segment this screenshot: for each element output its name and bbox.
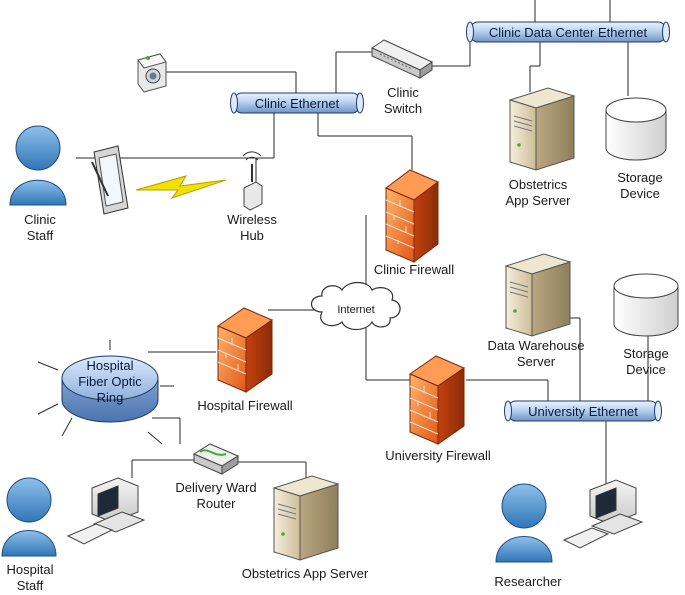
university-ethernet-label: University Ethernet (528, 404, 638, 419)
svg-text:Wireless: Wireless (227, 212, 277, 227)
svg-text:Device: Device (620, 186, 660, 201)
hospital-staff-label: Hospital Staff (7, 562, 54, 593)
clinic-staff-label: Clinic Staff (24, 212, 56, 243)
clinic-staff-person-icon (9, 125, 67, 206)
researcher-computer-icon (562, 479, 644, 549)
clinic-firewall-icon (385, 169, 439, 263)
wireless-hub-label: Wireless Hub (227, 212, 277, 243)
svg-text:Ring: Ring (97, 390, 124, 405)
clinic-ethernet-bus: Clinic Ethernet (230, 92, 364, 114)
hospital-firewall-icon (216, 307, 274, 393)
svg-text:Hospital: Hospital (87, 358, 134, 373)
svg-text:Storage: Storage (617, 170, 663, 185)
svg-text:Hub: Hub (240, 228, 264, 243)
svg-text:Storage: Storage (623, 346, 669, 361)
data-warehouse-server-icon (504, 253, 572, 337)
data-warehouse-server-label: Data Warehouse Server (487, 338, 584, 369)
storage-device-clinic-label: Storage Device (617, 170, 663, 201)
hospital-computer-icon (66, 477, 146, 545)
obstetrics-app-server-hospital-icon (272, 475, 340, 561)
internet-label: Internet (337, 304, 374, 316)
obstetrics-app-server-hospital-label: Obstetrics App Server (242, 566, 369, 581)
svg-text:Staff: Staff (27, 228, 54, 243)
wireless-hub-icon (242, 151, 263, 211)
clinic-firewall-label: Clinic Firewall (374, 262, 454, 277)
obstetrics-app-server-clinic-label: Obstetrics App Server (505, 177, 571, 208)
clinic-data-center-ethernet-bus: Clinic Data Center Ethernet (466, 21, 670, 43)
svg-text:Clinic: Clinic (24, 212, 56, 227)
svg-text:Delivery Ward: Delivery Ward (175, 480, 256, 495)
wireless-link-lightning-icon (135, 175, 227, 199)
university-firewall-icon (408, 355, 466, 445)
university-ethernet-bus: University Ethernet (504, 400, 662, 422)
svg-text:Staff: Staff (17, 578, 44, 593)
svg-text:Device: Device (626, 362, 666, 377)
svg-text:Fiber Optic: Fiber Optic (78, 374, 142, 389)
svg-text:App Server: App Server (505, 193, 571, 208)
tablet-icon (91, 145, 129, 215)
hospital-fiber-optic-ring-label: Hospital Fiber Optic Ring (78, 358, 142, 405)
internet-cloud-icon (310, 281, 401, 331)
svg-text:Hospital: Hospital (7, 562, 54, 577)
storage-device-university-label: Storage Device (623, 346, 669, 377)
svg-text:Clinic: Clinic (387, 85, 419, 100)
svg-text:Obstetrics: Obstetrics (509, 177, 568, 192)
university-firewall-label: University Firewall (385, 448, 491, 463)
clinic-switch-icon (370, 39, 434, 79)
clinic-switch-label: Clinic Switch (384, 85, 422, 116)
svg-text:Router: Router (196, 496, 236, 511)
clinic-ethernet-label: Clinic Ethernet (255, 96, 340, 111)
svg-text:Data Warehouse: Data Warehouse (487, 338, 584, 353)
storage-device-clinic-icon (605, 97, 667, 161)
delivery-ward-router-icon (192, 443, 240, 475)
hospital-staff-person-icon (1, 477, 57, 557)
hospital-firewall-label: Hospital Firewall (197, 398, 292, 413)
hospital-fiber-optic-ring-icon (61, 355, 159, 423)
researcher-label: Researcher (494, 574, 562, 589)
camera-icon (137, 53, 167, 93)
researcher-person-icon (495, 483, 553, 563)
obstetrics-app-server-clinic-icon (508, 87, 576, 171)
svg-text:Server: Server (517, 354, 556, 369)
delivery-ward-router-label: Delivery Ward Router (175, 480, 256, 511)
clinic-data-center-ethernet-label: Clinic Data Center Ethernet (489, 25, 648, 40)
svg-text:Switch: Switch (384, 101, 422, 116)
storage-device-university-icon (613, 273, 679, 337)
